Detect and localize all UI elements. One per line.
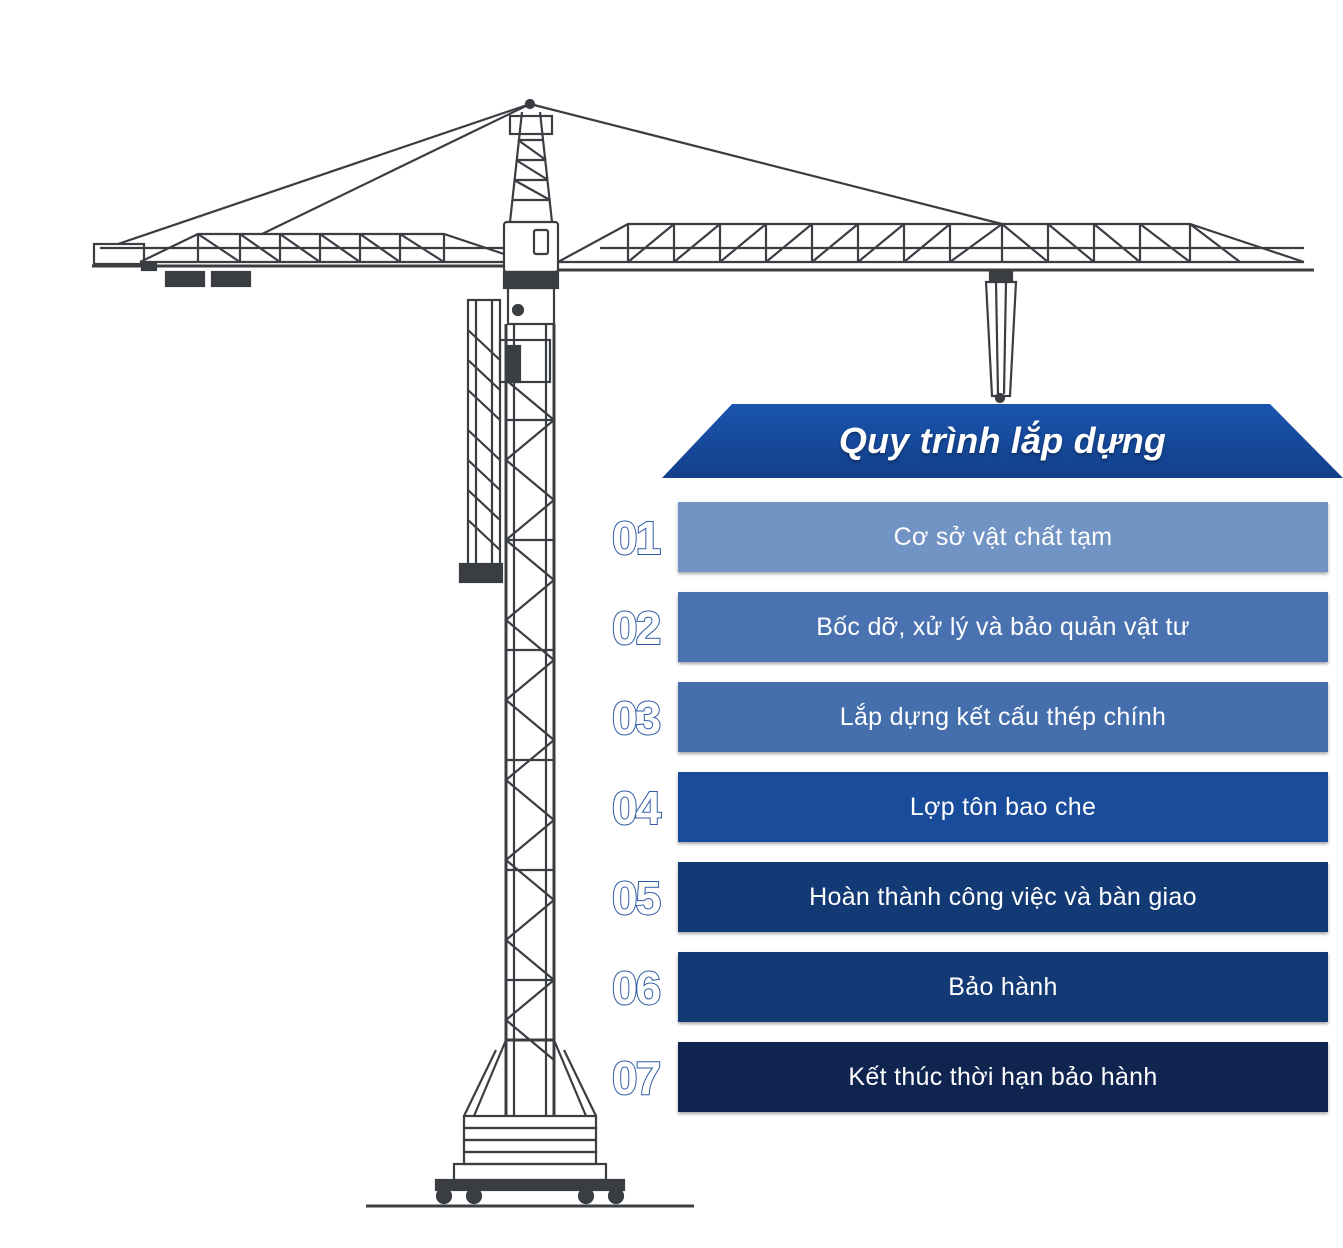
step-number: 05 (611, 871, 662, 925)
step-number: 02 (611, 601, 662, 655)
step-label: Bốc dỡ, xử lý và bảo quản vật tư (816, 612, 1190, 641)
step-label: Lắp dựng kết cấu thép chính (839, 702, 1167, 731)
step-number: 01 (611, 511, 662, 565)
step-06: 06 Bảo hành (611, 952, 1328, 1024)
step-number: 06 (611, 961, 662, 1015)
step-label: Lợp tôn bao che (909, 792, 1097, 821)
step-number: 03 (611, 691, 662, 745)
step-number: 07 (611, 1051, 662, 1105)
step-box: Cơ sở vật chất tạm (678, 502, 1328, 572)
step-label: Bảo hành (948, 972, 1058, 1001)
banner-shape (662, 404, 1343, 478)
page-title: Quy trình lắp dựng (838, 420, 1167, 461)
step-label: Cơ sở vật chất tạm (893, 522, 1113, 551)
step-box: Lắp dựng kết cấu thép chính (678, 682, 1328, 752)
step-01: 01 Cơ sở vật chất tạm (611, 502, 1328, 574)
step-number: 04 (611, 781, 662, 835)
step-05: 05 Hoàn thành công việc và bàn giao (611, 862, 1328, 934)
step-07: 07 Kết thúc thời hạn bảo hành (611, 1042, 1328, 1114)
step-04: 04 Lợp tôn bao che (611, 772, 1328, 844)
step-box: Bốc dỡ, xử lý và bảo quản vật tư (678, 592, 1328, 662)
step-02: 02 Bốc dỡ, xử lý và bảo quản vật tư (611, 592, 1328, 664)
step-box: Lợp tôn bao che (678, 772, 1328, 842)
step-03: 03 Lắp dựng kết cấu thép chính (611, 682, 1328, 754)
step-label: Kết thúc thời hạn bảo hành (848, 1062, 1158, 1091)
step-box: Hoàn thành công việc và bàn giao (678, 862, 1328, 932)
title-banner: Quy trình lắp dựng (662, 404, 1343, 478)
step-label: Hoàn thành công việc và bàn giao (809, 882, 1197, 911)
step-box: Bảo hành (678, 952, 1328, 1022)
step-box: Kết thúc thời hạn bảo hành (678, 1042, 1328, 1112)
